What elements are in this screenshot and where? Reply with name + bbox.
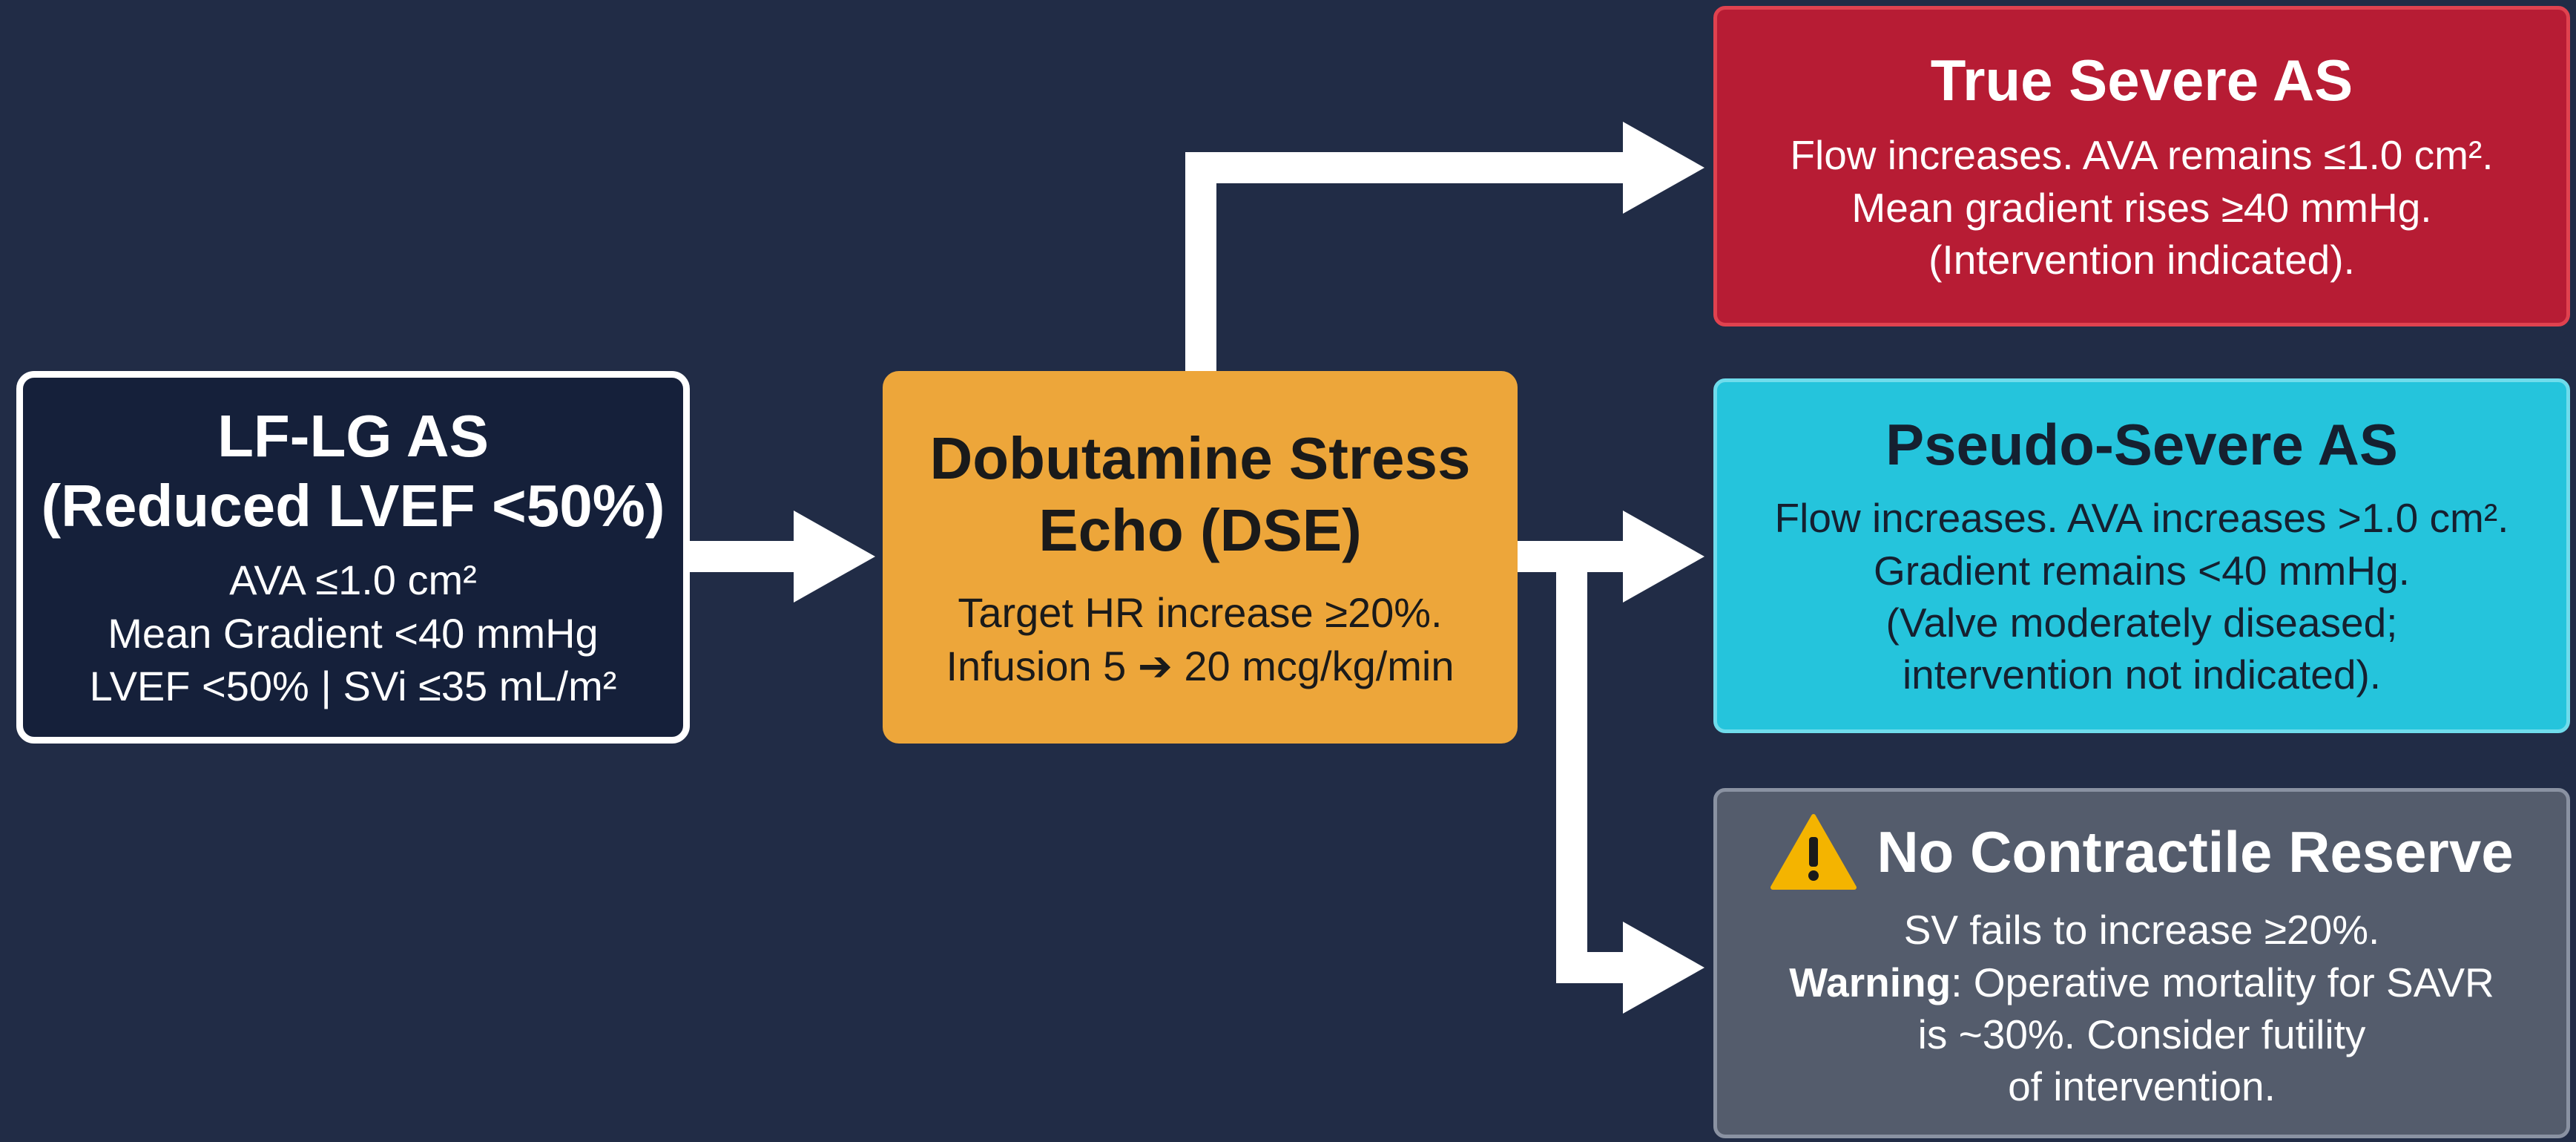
node-no-reserve-title: No Contractile Reserve — [1877, 819, 2514, 885]
node-no-contractile-reserve: No Contractile Reserve SV fails to incre… — [1713, 788, 2570, 1138]
description-line: Flow increases. AVA increases >1.0 cm². — [1774, 495, 2509, 542]
protocol-line: Infusion 5 ➔ 20 mcg/kg/min — [946, 642, 1455, 689]
warning-label: Warning — [1789, 959, 1951, 1005]
node-lf-lg-as: LF-LG AS (Reduced LVEF <50%) AVA ≤1.0 cm… — [16, 371, 690, 744]
node-dse-protocol: Target HR increase ≥20%. Infusion 5 ➔ 20… — [946, 586, 1454, 692]
arrow-dse-to-no-reserve — [1556, 541, 1704, 1014]
arrow-dse-to-true-severe — [1185, 122, 1704, 371]
node-dse-title: Dobutamine Stress Echo (DSE) — [929, 422, 1470, 567]
criteria-line: Mean Gradient <40 mmHg — [108, 609, 599, 657]
arrow-dse-to-pseudo-severe — [1518, 511, 1704, 603]
description-line: SV fails to increase ≥20%. — [1903, 907, 2380, 954]
description-line: of intervention. — [2008, 1063, 2276, 1110]
node-lf-lg-as-title-line2: (Reduced LVEF <50%) — [41, 473, 665, 539]
node-dse-title-line2: Echo (DSE) — [1038, 497, 1362, 564]
node-no-reserve-heading: No Contractile Reserve — [1770, 813, 2514, 890]
node-true-severe-title: True Severe AS — [1930, 47, 2353, 114]
warning-text: : Operative mortality for SAVR — [1951, 959, 2494, 1005]
node-lf-lg-as-title: LF-LG AS (Reduced LVEF <50%) — [42, 401, 665, 542]
description-line: Gradient remains <40 mmHg. — [1874, 547, 2410, 594]
description-line: Mean gradient rises ≥40 mmHg. — [1851, 184, 2432, 231]
node-dobutamine-stress-echo: Dobutamine Stress Echo (DSE) Target HR i… — [883, 371, 1518, 744]
description-line: (Intervention indicated). — [1928, 237, 2355, 283]
node-lf-lg-as-criteria: AVA ≤1.0 cm² Mean Gradient <40 mmHg LVEF… — [90, 554, 617, 713]
description-line: intervention not indicated). — [1902, 652, 2382, 698]
description-line: Flow increases. AVA remains ≤1.0 cm². — [1790, 132, 2494, 179]
arrow-start-to-dse — [690, 511, 875, 603]
node-true-severe-description: Flow increases. AVA remains ≤1.0 cm². Me… — [1790, 129, 2493, 286]
node-pseudo-severe-title: Pseudo-Severe AS — [1885, 412, 2398, 478]
node-true-severe-as: True Severe AS Flow increases. AVA remai… — [1713, 6, 2570, 326]
description-line: is ~30%. Consider futility — [1917, 1011, 2366, 1057]
node-no-reserve-description: SV fails to increase ≥20%. Warning: Oper… — [1789, 904, 2494, 1113]
node-dse-title-line1: Dobutamine Stress — [929, 424, 1471, 491]
description-line: (Valve moderately diseased; — [1885, 600, 2398, 646]
description-warning-line: Warning: Operative mortality for SAVR — [1789, 956, 2494, 1008]
criteria-line: LVEF <50% | SVi ≤35 mL/m² — [89, 663, 617, 710]
criteria-line: AVA ≤1.0 cm² — [229, 556, 477, 603]
node-pseudo-severe-as: Pseudo-Severe AS Flow increases. AVA inc… — [1713, 378, 2570, 733]
warning-icon — [1770, 814, 1857, 890]
node-pseudo-severe-description: Flow increases. AVA increases >1.0 cm². … — [1775, 492, 2509, 701]
protocol-line: Target HR increase ≥20%. — [958, 588, 1443, 636]
node-lf-lg-as-title-line1: LF-LG AS — [217, 403, 489, 470]
